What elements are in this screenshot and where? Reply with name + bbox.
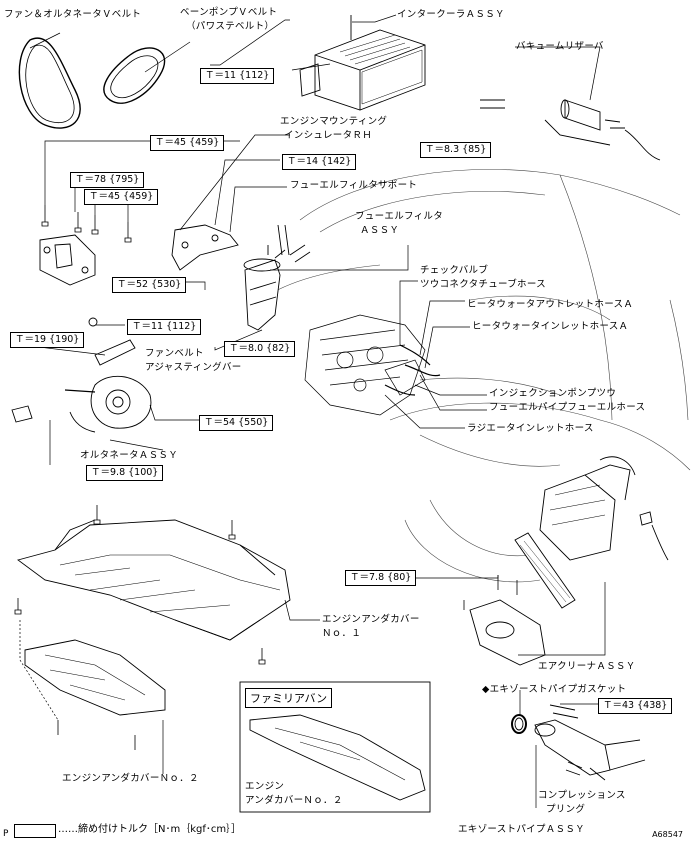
exhaust-pipe-shape: [534, 719, 646, 776]
label-famili-undercover-sub: アンダカバーＮｏ．２: [245, 795, 343, 806]
fan-alt-belt-shape: [18, 37, 81, 129]
torque-t54: Ｔ＝54 {550}: [199, 415, 274, 431]
label-intercooler: インタークーラＡＳＳＹ: [397, 9, 505, 20]
label-air-cleaner: エアクリーナＡＳＳＹ: [538, 661, 636, 672]
torque-t45-b: Ｔ＝45 {459}: [84, 189, 159, 205]
page-mark: P: [3, 829, 9, 839]
torque-t78b: Ｔ＝7.8 {80}: [345, 570, 417, 586]
engine-undercover-2-shape: [24, 639, 166, 716]
torque-t98: Ｔ＝9.8 {100}: [86, 465, 164, 481]
label-check-valve: チェックバルブ: [420, 265, 489, 276]
fan-belt-adjusting-bar-shape: [94, 339, 136, 366]
legend-torque-box: [14, 824, 56, 838]
air-filter-element-shape: [514, 532, 576, 609]
label-heater-inlet: ヒータウォータインレットホースＡ: [472, 321, 629, 332]
label-vane-pump-belt: ベーンポンプＶベルト: [180, 7, 278, 18]
label-engine-mount-sub: インシュレータＲＨ: [284, 130, 373, 141]
label-exhaust-gasket: ◆エキゾーストパイプガスケット: [482, 684, 627, 695]
label-alternator: オルタネータＡＳＳＹ: [80, 450, 179, 461]
engine-mount-shape: [39, 234, 96, 286]
label-famili-undercover: エンジン: [245, 781, 285, 792]
label-comp-spring-sub: プリング: [546, 804, 586, 815]
engine-block-shape: [304, 314, 426, 416]
figure-code: A68547: [652, 830, 683, 839]
undercover-1-bolts: [14, 505, 266, 665]
torque-t80: Ｔ＝8.0 {82}: [224, 341, 296, 357]
label-injection-pipe: インジェクションポンプツウ: [489, 388, 617, 399]
legend-text: ……締め付けトルク［N･m｛kgf･cm｝］: [58, 824, 242, 835]
air-cleaner-shape: [539, 456, 669, 561]
torque-t83: Ｔ＝8.3 {85}: [420, 142, 492, 158]
torque-t78: Ｔ＝78 {795}: [70, 172, 145, 188]
alternator-cap-shape: [11, 405, 33, 423]
intercooler-shape: [299, 29, 426, 111]
label-heater-outlet: ヒータウォータアウトレットホースＡ: [467, 299, 634, 310]
label-engine-mount: エンジンマウンティング: [280, 116, 388, 127]
torque-t19: Ｔ＝19 {190}: [10, 332, 85, 348]
leader-lines: [19, 14, 606, 808]
label-fan-alt-belt: ファン＆オルタネータＶベルト: [4, 9, 142, 20]
exhaust-gasket-shape: [511, 714, 527, 734]
torque-t43: Ｔ＝43 {438}: [598, 698, 673, 714]
engine-undercover-1-shape: [16, 519, 291, 641]
label-fan-belt-adj-sub: アジャスティングバー: [145, 362, 242, 373]
torque-t45-a: Ｔ＝45 {459}: [150, 135, 225, 151]
label-check-valve-sub: ツウコネクタチューブホース: [420, 279, 546, 290]
label-injection-pipe-sub: フューエルパイプフューエルホース: [489, 402, 646, 413]
vacuum-reservoir-shape: [480, 99, 661, 161]
label-fuel-filter-sub: ＡＳＳＹ: [360, 225, 400, 236]
fuel-filter-shape: [243, 224, 311, 331]
label-engine-undercover-1-sub: Ｎｏ．１: [322, 628, 362, 639]
famili-van-frame: [239, 681, 431, 813]
mount-bolts: [41, 205, 132, 243]
label-vane-pump-belt-sub: （パワステベルト）: [186, 21, 275, 32]
label-engine-undercover-1: エンジンアンダカバー: [322, 614, 420, 625]
label-fuel-filter-support: フューエルフィルタサポート: [290, 180, 418, 191]
label-comp-spring: コンプレッションス: [538, 790, 626, 801]
label-vacuum-reservoir: バキュームリザーバ: [516, 41, 604, 52]
fuel-filter-support-shape: [171, 224, 239, 271]
alternator-shape: [64, 375, 152, 433]
torque-t11-b: Ｔ＝11 {112}: [127, 319, 202, 335]
label-radiator-inlet: ラジエータインレットホース: [467, 423, 594, 434]
vane-pump-belt-shape: [103, 47, 166, 104]
label-exhaust-pipe: エキゾーストパイプＡＳＳＹ: [458, 824, 585, 835]
label-fuel-filter: フューエルフィルタ: [355, 211, 444, 222]
label-famili-van: ファミリアバン: [245, 688, 333, 708]
torque-t52: Ｔ＝52 {530}: [112, 277, 187, 293]
undercover-2-bolts: [57, 720, 136, 750]
label-fan-belt-adj: ファンベルト: [145, 348, 204, 359]
label-engine-undercover-2: エンジンアンダカバーＮｏ．２: [62, 773, 199, 784]
torque-t11-a: Ｔ＝11 {112}: [200, 68, 275, 84]
famili-undercover-shape: [249, 714, 426, 801]
torque-t14: Ｔ＝14 {142}: [282, 154, 357, 170]
